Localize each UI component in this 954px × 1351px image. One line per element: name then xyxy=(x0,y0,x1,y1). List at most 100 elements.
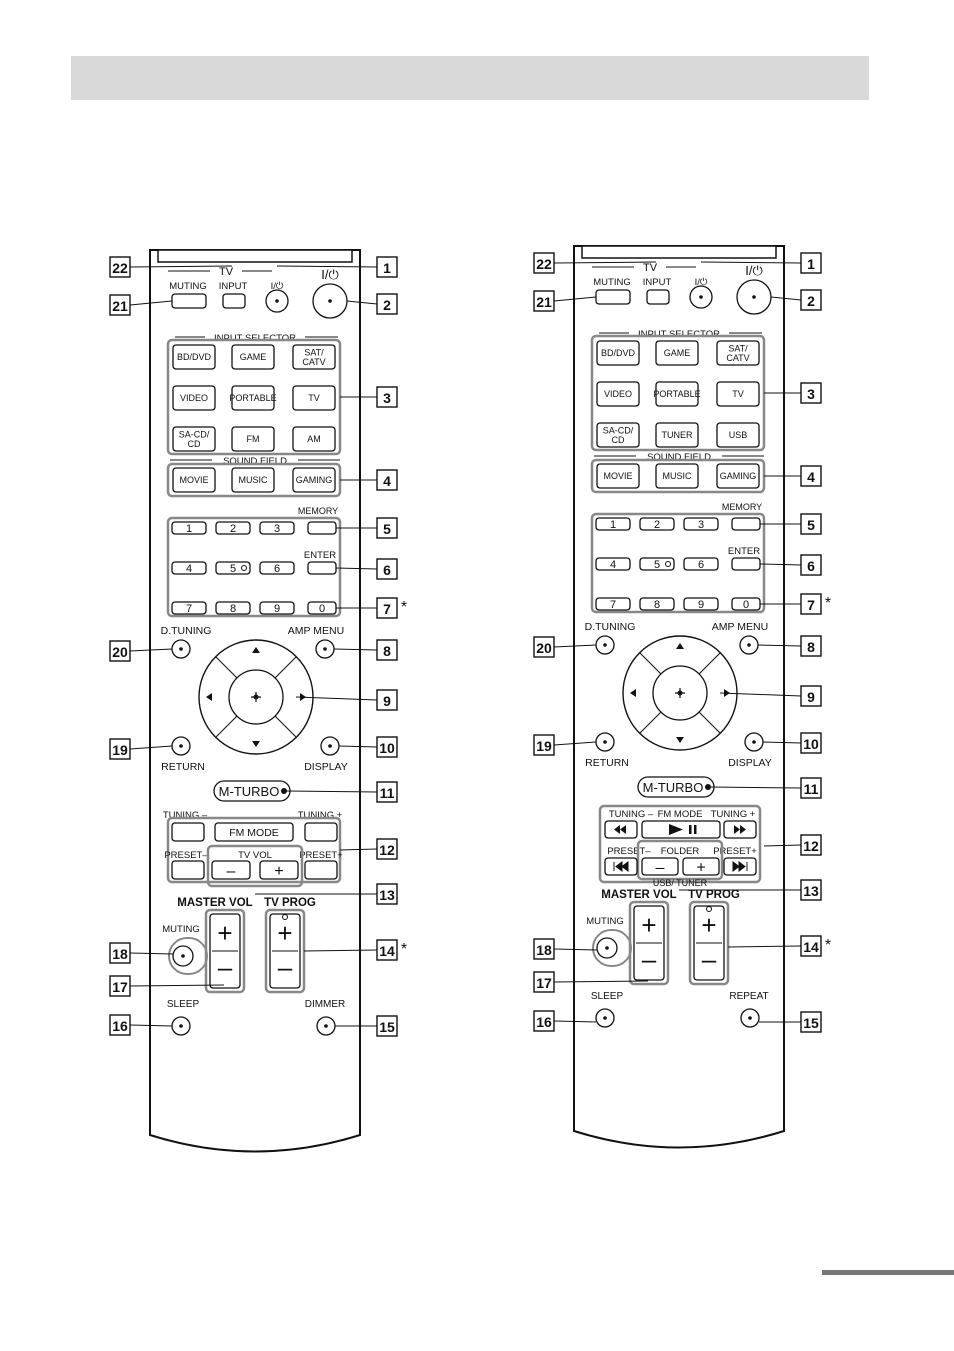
remote-b-top-cap xyxy=(581,245,777,259)
leader-b-20 xyxy=(553,644,597,648)
remote-a-key-5-shape xyxy=(215,561,251,575)
remote-b-folder-down-button-label: – xyxy=(656,859,665,876)
remote-b-source-button-6: SA-CD/CD xyxy=(596,422,640,448)
callout-b-7-number: 7 xyxy=(807,597,815,613)
remote-b-tuning-plus-label: TUNING + xyxy=(711,809,756,820)
remote-b-mode-button-2-label: GAMING xyxy=(720,471,757,481)
remote-b-key-1: 1 xyxy=(595,517,631,531)
remote-b-tv-input-button-shape xyxy=(646,289,670,305)
remote-b-menu-button-dot xyxy=(747,643,751,647)
callout-b-10-number: 10 xyxy=(803,736,819,752)
remote-b-source-button-5-label: TV xyxy=(732,389,744,399)
leader-b-14 xyxy=(727,945,802,948)
callout-b-1-number: 1 xyxy=(807,256,815,272)
remote-a-memory-button-shape xyxy=(307,521,337,535)
remote-b-folder-label: FOLDER xyxy=(661,846,700,857)
remote-a-key-7-shape xyxy=(171,601,207,615)
remote-b-muting-frame xyxy=(592,929,632,967)
remote-b-key-0-label: 0 xyxy=(743,599,749,611)
remote-b-key-2-label: 2 xyxy=(654,519,660,531)
remote-a-nav-divider-3 xyxy=(274,715,297,738)
remote-a-source-button-8-shape xyxy=(292,426,336,452)
remote-a-tv-muting-button-shape xyxy=(171,293,207,309)
remote-a-mode-button-2-shape xyxy=(292,467,336,493)
callout-b-21: 21 xyxy=(533,290,555,312)
callout-b-19: 19 xyxy=(533,734,555,756)
remote-a-right-bottom-button-dot xyxy=(324,1024,328,1028)
remote-b-tv-prog-up-label: + xyxy=(701,910,716,940)
remote-a-tv-power-label: I/⏻ xyxy=(271,281,284,292)
remote-a-mode-button-1-shape xyxy=(231,467,275,493)
callout-b-21-number: 21 xyxy=(536,294,552,310)
remote-a-key-5-dot xyxy=(241,565,247,571)
remote-a-key-7: 7 xyxy=(171,601,207,615)
remote-b-tv-input-button xyxy=(646,289,670,305)
callout-b-3-number: 3 xyxy=(807,386,815,402)
remote-a-right-bottom-button xyxy=(316,1016,336,1036)
remote-b-mode-button-1-shape xyxy=(655,463,699,489)
remote-a-source-button-7: FM xyxy=(231,426,275,452)
remote-b-fm-mode-label: FM MODE xyxy=(658,809,703,820)
remote-a-key-5-label: 5 xyxy=(230,563,236,575)
remote-b-sleep-label: SLEEP xyxy=(591,991,624,1002)
remote-a-d-tuning-label: D.TUNING xyxy=(161,625,212,637)
remote-b-folder-up-button-label: + xyxy=(696,859,705,876)
callout-a-18-number: 18 xyxy=(112,946,128,962)
remote-a-source-button-7-label: FM xyxy=(247,434,260,444)
remote-a-source-button-2-label: SAT/CATV xyxy=(302,348,325,367)
callout-b-5: 5 xyxy=(800,513,822,535)
remote-a-key-2-shape xyxy=(215,521,251,535)
callout-b-15: 15 xyxy=(800,1011,822,1033)
callout-a-13: 13 xyxy=(376,883,398,905)
remote-a-source-button-4: PORTABLE xyxy=(229,385,277,411)
remote-a-source-button-8: AM xyxy=(292,426,336,452)
callout-b-8-number: 8 xyxy=(807,639,815,655)
remote-a-tv-muting-button xyxy=(171,293,207,309)
callout-a-2-number: 2 xyxy=(383,297,391,313)
callout-b-8: 8 xyxy=(800,635,822,657)
remote-b-key-8-label: 8 xyxy=(654,599,660,611)
callout-b-11: 11 xyxy=(800,777,822,799)
remote-b-folder-down-button: – xyxy=(641,857,679,876)
remote-a-mturbo-label: M-TURBO xyxy=(219,784,280,799)
remote-a-key-3: 3 xyxy=(259,521,295,535)
remote-b-source-button-4-label: PORTABLE xyxy=(653,389,700,399)
remote-b-display-label: DISPLAY xyxy=(728,757,772,769)
remote-b-tv-prog-frame xyxy=(688,900,730,986)
remote-a-tv-input-button xyxy=(222,293,246,309)
remote-a-nav-center-dot xyxy=(253,694,259,700)
remote-b-enter-label: ENTER xyxy=(728,546,760,557)
remote-b-source-button-3-label: VIDEO xyxy=(604,389,632,399)
remote-b-next-icon xyxy=(732,861,748,872)
remote-b-tv-muting-button-shape xyxy=(595,289,631,305)
remote-b-key-0: 0 xyxy=(731,597,761,611)
remote-a-key-1: 1 xyxy=(171,521,207,535)
remote-a-source-button-5-shape xyxy=(292,385,336,411)
remote-a-tv-prog-up-label: + xyxy=(277,918,292,948)
remote-b-folder-up-button-shape xyxy=(682,857,720,876)
remote-b-muting-label: MUTING xyxy=(593,277,630,288)
remote-a-key-6: 6 xyxy=(259,561,295,575)
remote-b-return-button-dot xyxy=(603,740,607,744)
callout-b-20: 20 xyxy=(533,636,555,658)
callout-a-16-number: 16 xyxy=(112,1018,128,1034)
remote-a-mode-button-0: MOVIE xyxy=(172,467,216,493)
remote-b-source-button-1: GAME xyxy=(655,340,699,366)
callout-b-10: 10 xyxy=(800,732,822,754)
leader-b-2 xyxy=(770,296,802,301)
remote-b-key-5-label: 5 xyxy=(654,559,660,571)
remote-a-top-cap xyxy=(157,249,353,263)
leader-b-19 xyxy=(553,741,597,746)
remote-a-tv-label: TV xyxy=(219,266,234,278)
remote-b-mode-button-0: MOVIE xyxy=(596,463,640,489)
remote-b-mode-button-1-label: MUSIC xyxy=(663,471,693,481)
callout-a-5-number: 5 xyxy=(383,521,391,537)
remote-b-right-bottom-button xyxy=(740,1008,760,1028)
remote-b-memory-label: MEMORY xyxy=(722,502,762,512)
asterisk-b-7: * xyxy=(825,595,831,612)
remote-b-mode-button-2: GAMING xyxy=(716,463,760,489)
remote-b-source-button-0-label: BD/DVD xyxy=(601,348,636,358)
remote-a-source-button-5: TV xyxy=(292,385,336,411)
remote-b-key-6-shape xyxy=(683,557,719,571)
remote-a-key-4-label: 4 xyxy=(186,563,192,575)
